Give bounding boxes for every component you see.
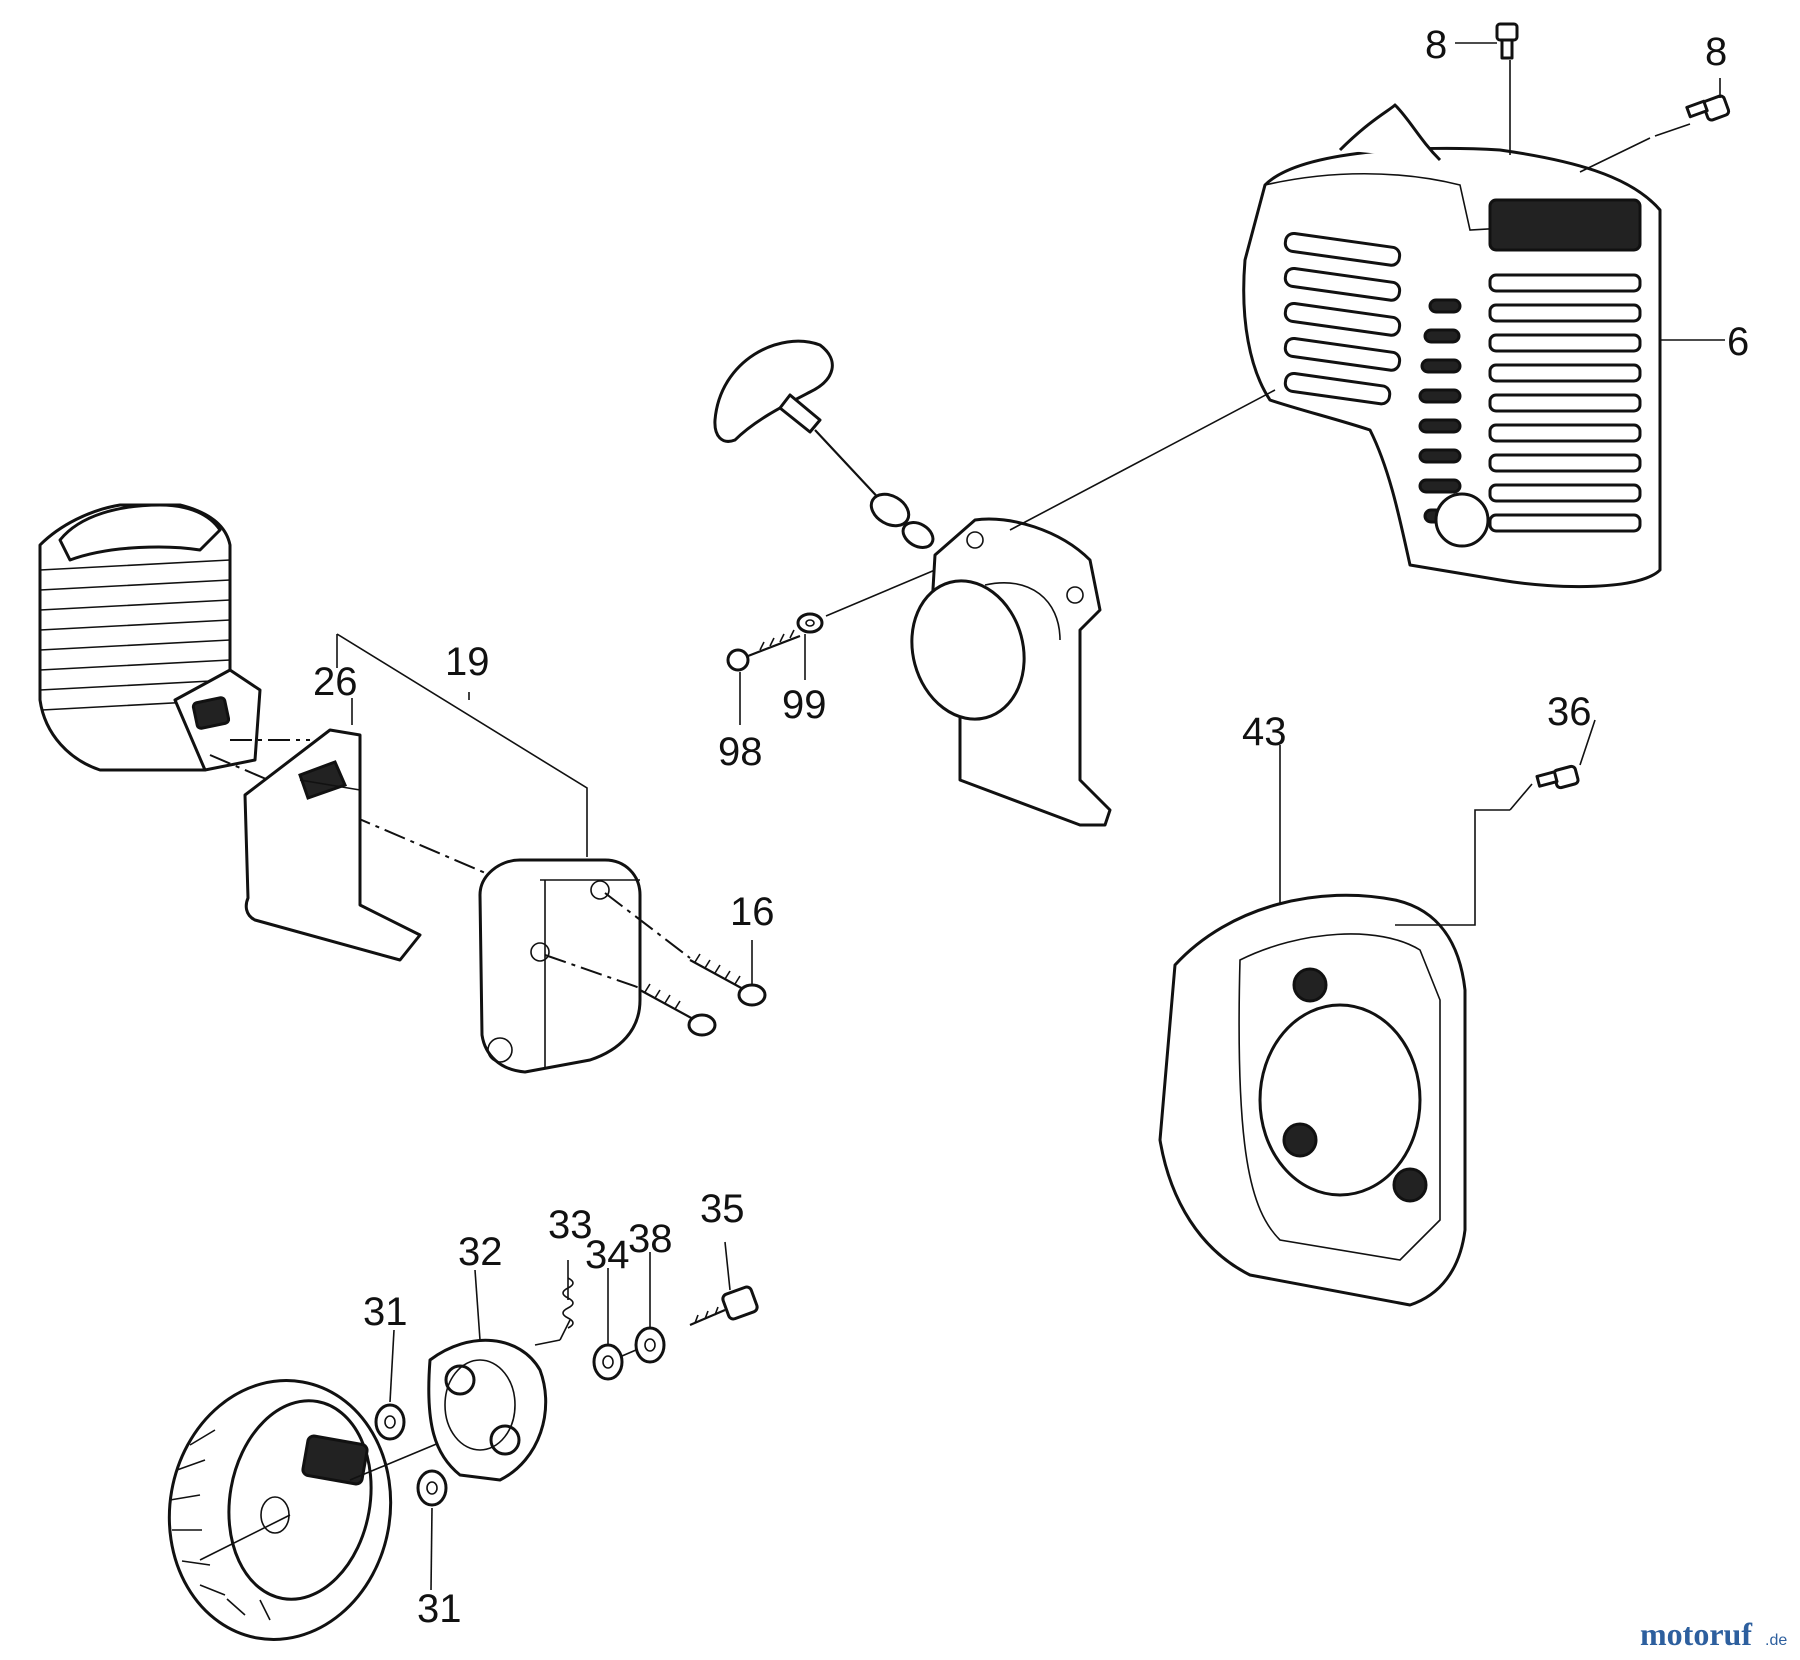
washer-99-part[interactable] <box>796 612 824 634</box>
cover-side-louvers <box>1283 231 1402 406</box>
clutch-shoe-32-part[interactable] <box>427 1338 548 1482</box>
clutch-bolt-35-part[interactable] <box>689 1285 759 1327</box>
engine-cover-part[interactable] <box>1242 103 1662 589</box>
spring-33-part[interactable] <box>559 1277 574 1341</box>
washer-34-part[interactable] <box>592 1343 624 1381</box>
muffler-bolt-16-lower-part[interactable] <box>639 983 717 1037</box>
motoruf-watermark-logo: motoruf .de <box>1640 1616 1787 1652</box>
screw-36-part[interactable] <box>1535 764 1580 790</box>
cover-grille <box>1488 198 1642 533</box>
callout-35: 35 <box>700 1187 745 1231</box>
callout-8-top: 8 <box>1425 23 1447 67</box>
washer-38-part[interactable] <box>634 1326 666 1364</box>
starter-handle-part[interactable] <box>713 339 937 552</box>
muffler-part[interactable] <box>478 858 642 1074</box>
washer-31-lower-part[interactable] <box>416 1469 448 1507</box>
callout-16: 16 <box>730 890 775 934</box>
screw-8-right-part[interactable] <box>1685 94 1731 122</box>
screw-98-part[interactable] <box>726 629 801 672</box>
flywheel-part[interactable] <box>149 1363 411 1657</box>
muffler-bolt-16-upper-part[interactable] <box>689 953 767 1007</box>
callout-31-upper: 31 <box>363 1290 408 1334</box>
recoil-starter-part[interactable] <box>897 517 1112 827</box>
callout-34: 34 <box>585 1233 630 1277</box>
callout-31-lower: 31 <box>417 1587 462 1631</box>
callout-38: 38 <box>628 1217 673 1261</box>
muffler-bracket-26-part[interactable] <box>243 728 422 962</box>
callout-36: 36 <box>1547 690 1592 734</box>
watermark-brand: motoruf <box>1640 1616 1752 1652</box>
watermark-tld: .de <box>1765 1632 1787 1649</box>
callout-43: 43 <box>1242 710 1287 754</box>
flywheel-housing-43-part[interactable] <box>1158 893 1467 1307</box>
washer-31-upper-part[interactable] <box>374 1403 406 1441</box>
callout-19: 19 <box>445 640 490 684</box>
screw-8-top-part[interactable] <box>1495 22 1519 60</box>
callout-8-right: 8 <box>1705 30 1727 74</box>
callout-33: 33 <box>548 1203 593 1247</box>
cover-front-slots <box>1418 298 1462 524</box>
callout-6: 6 <box>1727 320 1749 364</box>
callout-99: 99 <box>782 683 827 727</box>
cylinder-part[interactable] <box>38 503 262 772</box>
callout-98: 98 <box>718 730 763 774</box>
callout-32: 32 <box>458 1230 503 1274</box>
callout-26: 26 <box>313 660 358 704</box>
